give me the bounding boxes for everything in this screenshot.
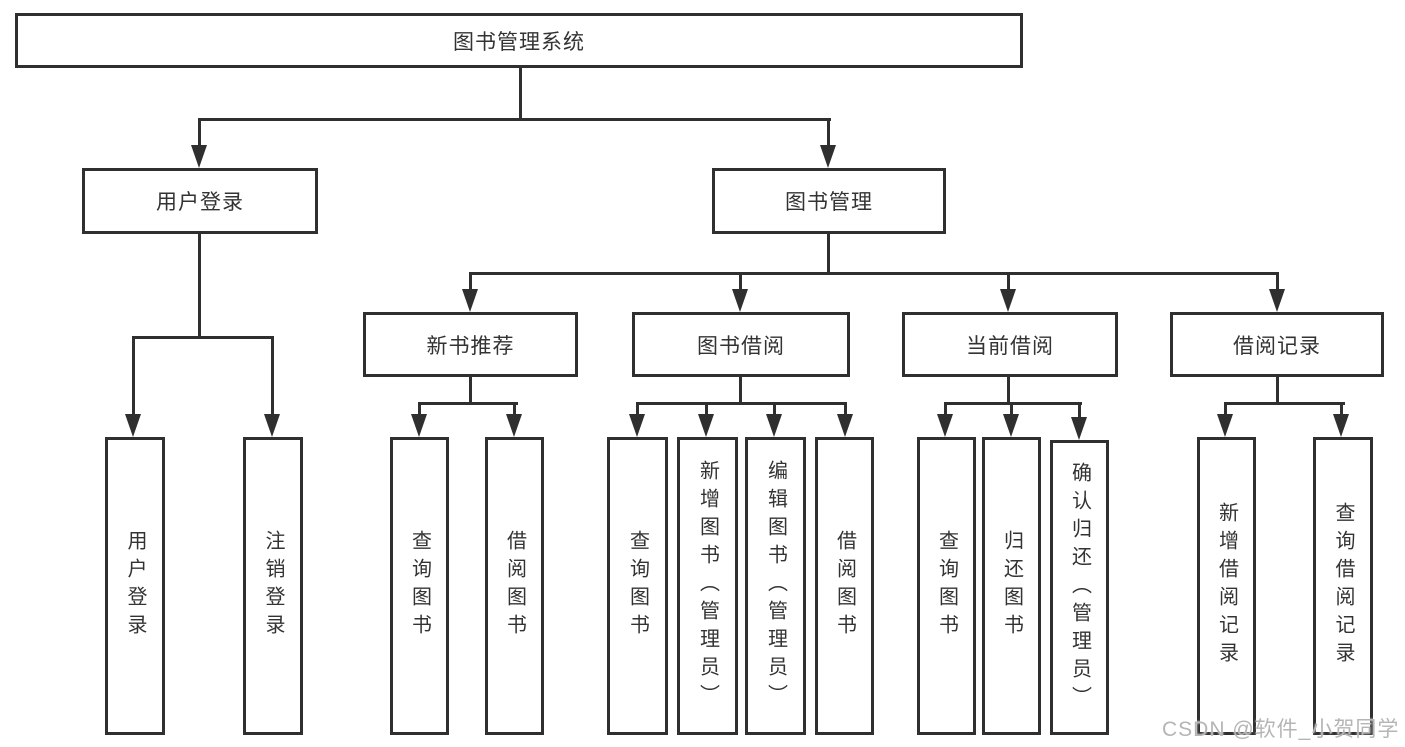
connector-line xyxy=(705,402,708,418)
connector-line xyxy=(1010,402,1013,418)
leaf-add-book-admin: 新增图书（管理员） xyxy=(677,437,738,735)
arrowhead-down-icon xyxy=(937,414,953,437)
node-new-book-recommendation: 新书推荐 xyxy=(363,312,578,377)
connector-line xyxy=(513,402,516,418)
csdn-watermark: CSDN @软件_小贺同学 xyxy=(1162,718,1400,741)
node-book-borrowing: 图书借阅 xyxy=(632,312,850,377)
leaf-search-borrow-record: 查询借阅记录 xyxy=(1313,437,1373,735)
connector-line xyxy=(1224,402,1345,405)
connector-line xyxy=(519,68,522,121)
connector-line xyxy=(271,336,274,416)
connector-line xyxy=(469,377,472,405)
node-library-management-system: 图书管理系统 xyxy=(15,13,1023,68)
arrowhead-down-icon xyxy=(125,414,141,437)
arrowhead-down-icon xyxy=(1333,414,1349,437)
leaf-search-books-borrowing: 查询图书 xyxy=(607,437,668,735)
connector-line xyxy=(1340,402,1343,418)
leaf-user-login: 用户登录 xyxy=(105,437,165,735)
arrowhead-down-icon xyxy=(264,414,280,437)
arrowhead-down-icon xyxy=(1269,289,1285,312)
leaf-return-book: 归还图书 xyxy=(982,437,1041,735)
connector-line xyxy=(944,402,947,418)
connector-line xyxy=(636,402,639,418)
connector-line xyxy=(132,336,274,339)
connector-line xyxy=(198,118,831,121)
connector-line xyxy=(827,118,830,148)
arrowhead-down-icon xyxy=(1000,289,1016,312)
connector-line xyxy=(739,272,742,294)
node-user-login: 用户登录 xyxy=(82,168,318,234)
connector-line xyxy=(1078,402,1081,421)
arrowhead-down-icon xyxy=(837,414,853,437)
connector-line xyxy=(469,272,472,294)
connector-line xyxy=(469,272,1279,275)
arrowhead-down-icon xyxy=(1003,414,1019,437)
leaf-logout: 注销登录 xyxy=(243,437,303,735)
leaf-search-books-recommend: 查询图书 xyxy=(390,437,449,735)
connector-line xyxy=(1276,377,1279,405)
connector-line xyxy=(1224,402,1227,418)
leaf-borrow-books-recommend: 借阅图书 xyxy=(485,437,544,735)
connector-line xyxy=(132,336,135,416)
connector-line xyxy=(773,402,776,418)
connector-line xyxy=(198,234,201,339)
connector-line xyxy=(844,402,847,418)
connector-line xyxy=(418,402,518,405)
arrowhead-down-icon xyxy=(1217,414,1233,437)
connector-line xyxy=(418,402,421,418)
connector-line xyxy=(827,234,830,275)
arrowhead-down-icon xyxy=(698,414,714,437)
connector-line xyxy=(739,377,742,405)
connector-line xyxy=(636,402,847,405)
arrowhead-down-icon xyxy=(506,414,522,437)
arrowhead-down-icon xyxy=(1071,417,1087,440)
arrowhead-down-icon xyxy=(732,289,748,312)
arrowhead-down-icon xyxy=(820,145,836,168)
node-current-borrowing: 当前借阅 xyxy=(902,312,1118,377)
leaf-borrow-books: 借阅图书 xyxy=(815,437,874,735)
leaf-confirm-return-admin: 确认归还（管理员） xyxy=(1050,440,1109,735)
connector-line xyxy=(1007,377,1010,405)
connector-line xyxy=(1276,272,1279,294)
arrowhead-down-icon xyxy=(766,414,782,437)
arrowhead-down-icon xyxy=(629,414,645,437)
arrowhead-down-icon xyxy=(191,145,207,168)
node-book-management: 图书管理 xyxy=(712,168,946,234)
connector-line xyxy=(1007,272,1010,294)
arrowhead-down-icon xyxy=(462,289,478,312)
node-borrowing-records: 借阅记录 xyxy=(1170,312,1384,377)
arrowhead-down-icon xyxy=(411,414,427,437)
leaf-search-books-current: 查询图书 xyxy=(917,437,976,735)
connector-line xyxy=(198,118,201,148)
connector-line xyxy=(944,402,1082,405)
leaf-add-borrow-record: 新增借阅记录 xyxy=(1197,437,1256,735)
leaf-edit-book-admin: 编辑图书（管理员） xyxy=(745,437,806,735)
